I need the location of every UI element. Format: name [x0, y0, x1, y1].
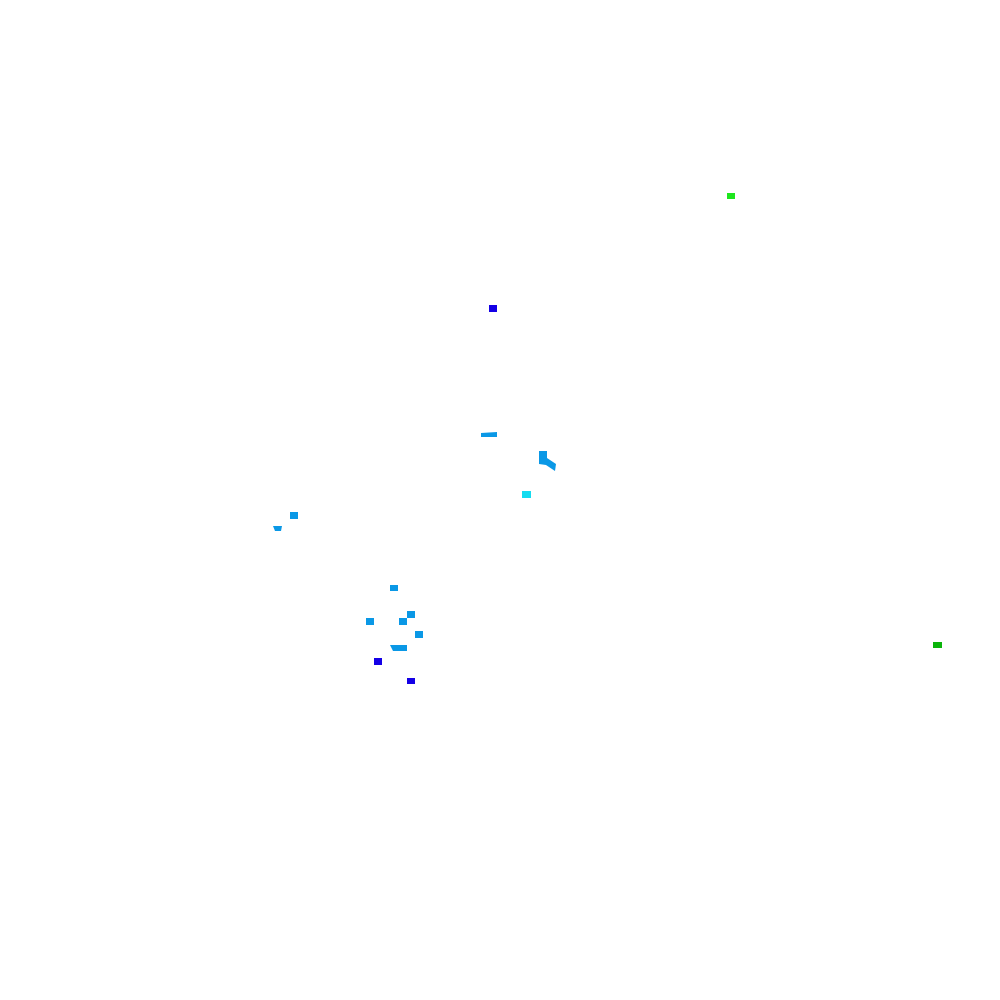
map-feature-bright-green-1: [727, 193, 735, 199]
map-feature-cyan-1: [522, 491, 531, 498]
map-feature-azure-10: [390, 645, 407, 651]
map-feature-azure-5: [390, 585, 398, 591]
map-feature-green-1: [933, 642, 942, 648]
map-feature-azure-2: [539, 451, 556, 471]
map-feature-azure-3: [290, 512, 298, 519]
features-layer: [273, 193, 942, 684]
map-feature-blue-1: [489, 305, 497, 312]
map-feature-azure-9: [415, 631, 423, 638]
map-feature-blue-3: [407, 678, 415, 684]
map-feature-azure-7: [366, 618, 374, 625]
map-feature-blue-2: [374, 658, 382, 665]
map-feature-azure-1: [481, 432, 497, 437]
map-feature-azure-8: [399, 618, 407, 625]
map-feature-azure-4: [273, 526, 282, 531]
map-feature-azure-6: [407, 611, 415, 618]
